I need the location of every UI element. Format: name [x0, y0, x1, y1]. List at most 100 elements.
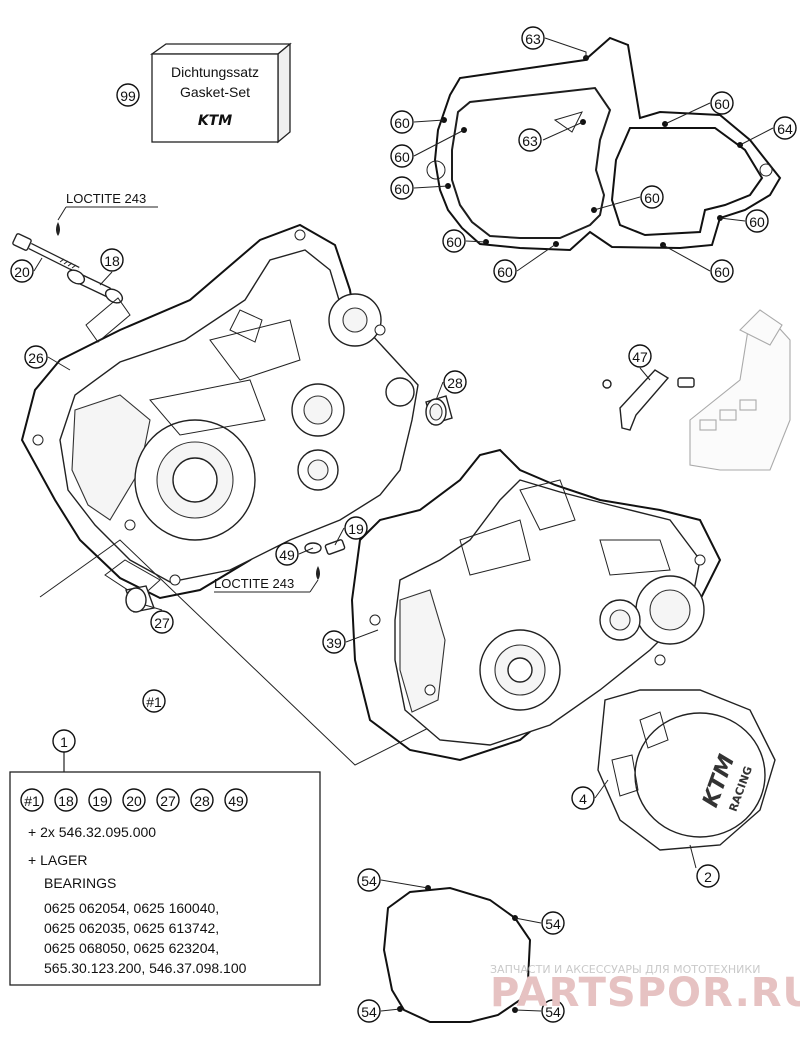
callout-c4-label: 4 [579, 791, 587, 807]
loctite-drop-icon [56, 222, 60, 236]
callout-c64: 64 [773, 116, 797, 140]
watermark-site: PARTSPOR.RU [490, 970, 800, 1016]
callout-c60d: 60 [710, 91, 734, 115]
callout-c60i-circle [710, 259, 734, 283]
callout-c19: 19 [344, 516, 368, 540]
callout-c39-label: 39 [326, 635, 342, 651]
kit-line-part-1: 0625 062054, 0625 160040, [44, 900, 219, 916]
callout-c39-circle [322, 630, 346, 654]
callout-c60a: 60 [390, 110, 414, 134]
callout-c49-circle [275, 542, 299, 566]
watermark-tagline: ЗАПЧАСТИ И АКСЕССУАРЫ ДЛЯ МОТОТЕХНИКИ [490, 963, 760, 976]
callout-c60g-label: 60 [446, 234, 462, 250]
callout-c49-label: 49 [279, 547, 295, 563]
callout-c60a-label: 60 [394, 115, 410, 131]
kit-line-bearings: BEARINGS [44, 875, 116, 891]
kit-callout-0-circle [20, 788, 44, 812]
kit-line-part-4: 565.30.123.200, 546.37.098.100 [44, 960, 247, 976]
kit-callout-5-circle [190, 788, 214, 812]
callout-c18-circle [100, 248, 124, 272]
callout-c20: 20 [10, 259, 34, 283]
callout-c54c-circle [357, 999, 381, 1023]
callout-c63b-label: 63 [522, 133, 538, 149]
gasket-set-title-en: Gasket-Set [180, 84, 250, 100]
kit-line-part-3: 0625 068050, 0625 623204, [44, 940, 219, 956]
callout-c19-label: 19 [348, 521, 364, 537]
loctite-label-top: LOCTITE 243 [66, 191, 146, 206]
watermark: ЗАПЧАСТИ И АКСЕССУАРЫ ДЛЯ МОТОТЕХНИКИ PA… [490, 963, 800, 1016]
callout-c60h-circle [493, 259, 517, 283]
callout-c19-circle [344, 516, 368, 540]
callout-c26-label: 26 [28, 350, 44, 366]
kit-callout-5: 28 [190, 788, 214, 812]
kit-callout-0-label: #1 [24, 793, 40, 809]
kit-callout-3-circle [122, 788, 146, 812]
callout-c60g-circle [442, 229, 466, 253]
callout-c54c-label: 54 [361, 1004, 377, 1020]
callout-c2-label: 2 [704, 869, 712, 885]
callout-c60c-label: 60 [394, 181, 410, 197]
callout-c4-circle [571, 786, 595, 810]
callout-c60e-circle [640, 185, 664, 209]
kit-callout-6-label: 49 [228, 793, 244, 809]
callout-c1x: #1 [142, 689, 166, 713]
kit-callout-1: 18 [54, 788, 78, 812]
kit-callout-3-label: 20 [126, 793, 142, 809]
callout-c1-circle [52, 729, 76, 753]
kit-callout-6-circle [224, 788, 248, 812]
callout-c60i-label: 60 [714, 264, 730, 280]
callout-c60f: 60 [745, 209, 769, 233]
callout-c1-label: 1 [60, 734, 68, 750]
callout-c54b: 54 [541, 911, 565, 935]
callout-c63a: 63 [521, 26, 545, 50]
callout-c27-circle [150, 610, 174, 634]
dowel-sleeve-18 [66, 268, 124, 304]
gasket-set-box: Dichtungssatz Gasket-Set KTM [149, 42, 292, 144]
callout-c2: 2 [696, 864, 720, 888]
callout-c28-label: 28 [447, 375, 463, 391]
kit-callout-1-label: 18 [58, 793, 74, 809]
callout-c60b-label: 60 [394, 149, 410, 165]
kit-callout-4-circle [156, 788, 180, 812]
callout-c99: 99 [116, 83, 140, 107]
callout-c63b-circle [518, 128, 542, 152]
bushing-28 [425, 395, 453, 426]
callout-c60g: 60 [442, 229, 466, 253]
kit-line-part-2: 0625 062035, 0625 613742, [44, 920, 219, 936]
callout-c1x-circle [142, 689, 166, 713]
kit-callout-2-label: 19 [92, 793, 108, 809]
callout-c63b: 63 [518, 128, 542, 152]
callout-c18-label: 18 [104, 253, 120, 269]
bracket-47 [602, 369, 695, 431]
kit-callout-1-circle [54, 788, 78, 812]
callout-c60i: 60 [710, 259, 734, 283]
callout-c60e-label: 60 [644, 190, 660, 206]
kit-line-qty: + 2x 546.32.095.000 [28, 824, 156, 840]
callout-c54d-circle [541, 999, 565, 1023]
bolt-20 [12, 233, 80, 274]
callout-c54b-circle [541, 911, 565, 935]
left-crankcase-half [20, 223, 419, 600]
callout-c64-circle [773, 116, 797, 140]
callout-c49: 49 [275, 542, 299, 566]
callout-c39: 39 [322, 630, 346, 654]
callout-c27-label: 27 [154, 615, 170, 631]
callout-c60b-circle [390, 144, 414, 168]
callout-c60d-circle [710, 91, 734, 115]
kit-callout-4: 27 [156, 788, 180, 812]
gasket-set-title-de: Dichtungssatz [171, 64, 259, 80]
callout-c26: 26 [24, 345, 48, 369]
callout-c20-label: 20 [14, 264, 30, 280]
kit-callout-5-label: 28 [194, 793, 210, 809]
loctite-label-bottom: LOCTITE 243 [214, 576, 294, 591]
kit-callout-2-circle [88, 788, 112, 812]
callout-c28-circle [443, 370, 467, 394]
callout-c18: 18 [100, 248, 124, 272]
chain-guide-ghost [689, 309, 791, 471]
callout-c54c: 54 [357, 999, 381, 1023]
callout-c99-label: 99 [120, 88, 136, 104]
right-crankcase-half [350, 448, 722, 762]
callout-c63a-circle [521, 26, 545, 50]
